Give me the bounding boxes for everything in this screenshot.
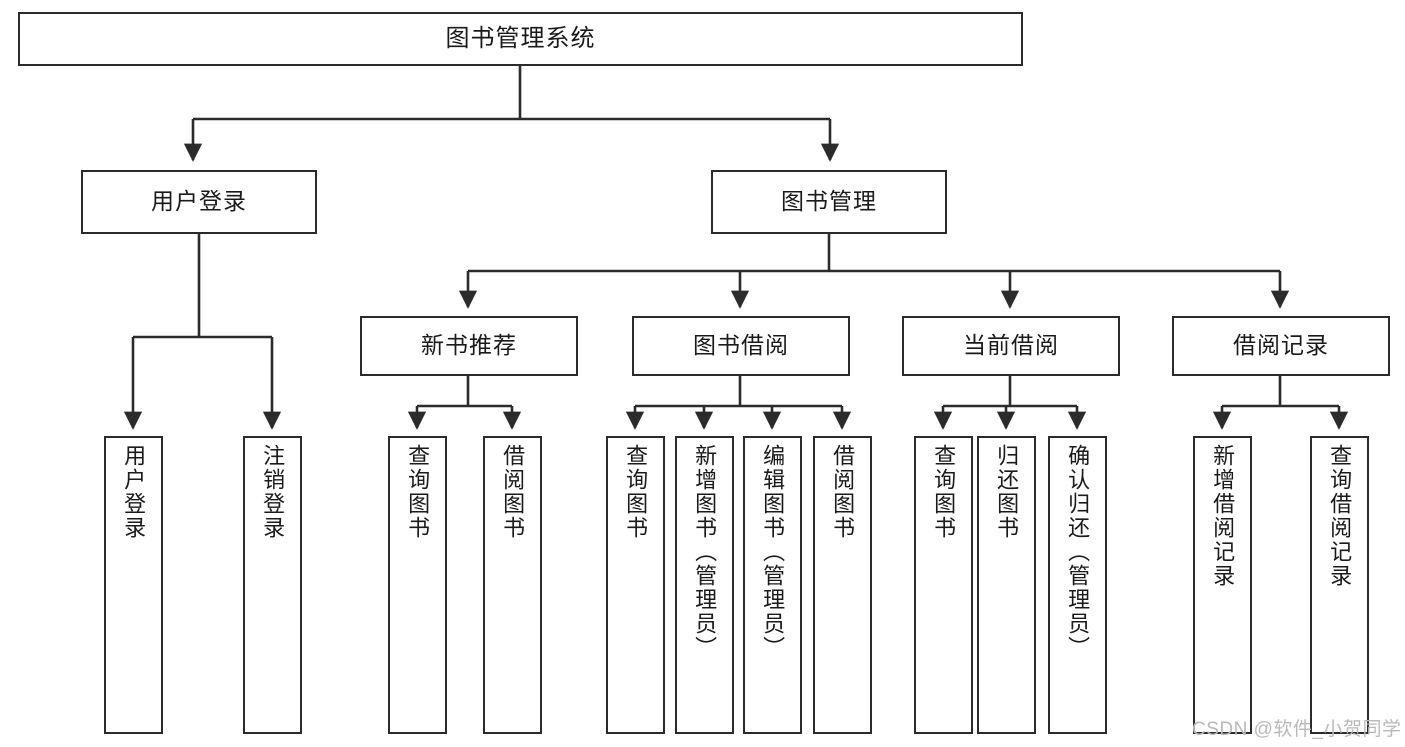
- leaf-user-login[interactable]: 用户登录: [104, 436, 163, 734]
- leaf-recommend-query-book[interactable]: 查询图书: [388, 436, 447, 734]
- node-label: 归还图书: [994, 444, 1020, 540]
- leaf-record-query-record[interactable]: 查询借阅记录: [1310, 436, 1369, 734]
- leaf-recommend-borrow-book[interactable]: 借阅图书: [483, 436, 542, 734]
- node-label: 新增借阅记录: [1210, 444, 1236, 588]
- node-label: 查询图书: [623, 444, 649, 540]
- node-label: 图书借阅: [693, 332, 789, 359]
- node-label: 图书管理: [781, 188, 877, 215]
- leaf-current-query-book[interactable]: 查询图书: [914, 436, 973, 734]
- node-label: 新增图书（管理员）: [692, 444, 718, 660]
- node-label: 借阅图书: [500, 444, 526, 540]
- node-label: 查询图书: [405, 444, 431, 540]
- node-label: 当前借阅: [963, 332, 1059, 359]
- node-label: 图书管理系统: [445, 24, 596, 52]
- node-label: 注销登录: [260, 444, 286, 540]
- leaf-borrow-edit-book-admin[interactable]: 编辑图书（管理员）: [743, 436, 802, 734]
- node-label: 用户登录: [121, 444, 147, 540]
- node-label: 编辑图书（管理员）: [760, 444, 786, 660]
- leaf-borrow-add-book-admin[interactable]: 新增图书（管理员）: [675, 436, 734, 734]
- node-label: 查询借阅记录: [1327, 444, 1353, 588]
- leaf-record-add-record[interactable]: 新增借阅记录: [1193, 436, 1252, 734]
- node-label: 借阅图书: [830, 444, 856, 540]
- csdn-watermark: CSDN @软件_小贺同学: [1192, 719, 1402, 740]
- node-label: 确认归还（管理员）: [1065, 444, 1091, 660]
- node-new-book-recommend[interactable]: 新书推荐: [360, 316, 578, 376]
- node-label: 借阅记录: [1233, 332, 1329, 359]
- node-label: 用户登录: [151, 188, 247, 215]
- leaf-user-logout[interactable]: 注销登录: [243, 436, 302, 734]
- leaf-borrow-query-book[interactable]: 查询图书: [606, 436, 665, 734]
- node-label: 新书推荐: [421, 332, 517, 359]
- node-user-login[interactable]: 用户登录: [81, 170, 317, 234]
- node-borrow-record[interactable]: 借阅记录: [1172, 316, 1390, 376]
- node-root-system[interactable]: 图书管理系统: [18, 12, 1023, 66]
- leaf-borrow-borrow-book[interactable]: 借阅图书: [813, 436, 872, 734]
- node-book-management[interactable]: 图书管理: [711, 170, 947, 234]
- leaf-current-return-book[interactable]: 归还图书: [977, 436, 1036, 734]
- node-label: 查询图书: [931, 444, 957, 540]
- node-current-borrow[interactable]: 当前借阅: [902, 316, 1120, 376]
- leaf-current-confirm-return-admin[interactable]: 确认归还（管理员）: [1048, 436, 1107, 734]
- node-book-borrow[interactable]: 图书借阅: [632, 316, 850, 376]
